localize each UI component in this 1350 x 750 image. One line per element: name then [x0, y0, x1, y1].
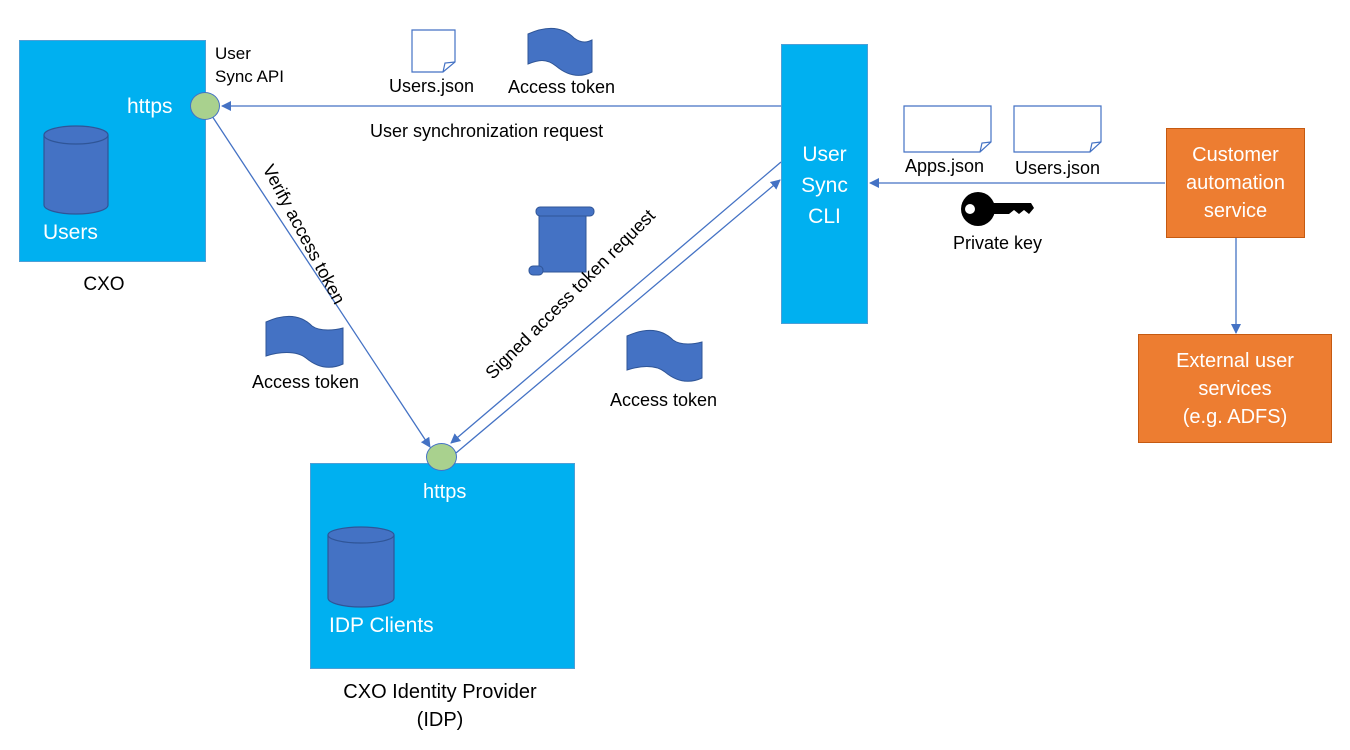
access-token-left-label: Access token	[252, 372, 360, 392]
external-user-services-box: External user services (e.g. ADFS)	[1138, 334, 1332, 443]
idp-server-box: https IDP Clients	[310, 463, 575, 669]
cxo-api-endpoint	[190, 92, 220, 120]
idp-endpoint	[426, 443, 457, 471]
document-icon	[411, 29, 456, 73]
signed-request-arrow	[455, 179, 781, 454]
cli-label-line2: Sync	[801, 174, 848, 197]
user-sync-cli-box: User Sync CLI	[781, 44, 868, 324]
external-service-line3: (e.g. ADFS)	[1182, 405, 1288, 428]
token-flag-icon	[527, 28, 593, 76]
users-json-top-label: Users.json	[389, 76, 475, 96]
sync-request-label: User synchronization request	[370, 121, 604, 141]
idp-title-line2: (IDP)	[416, 709, 464, 731]
idp-endpoint-label: https	[423, 481, 467, 503]
verify-token-arrow	[211, 115, 431, 448]
api-label-line1: User	[215, 44, 251, 63]
database-icon	[43, 125, 109, 215]
cxo-title: CXO	[83, 274, 125, 295]
idp-title-line1: CXO Identity Provider	[343, 681, 537, 703]
cli-label: User Sync CLI	[782, 45, 867, 323]
key-icon	[961, 192, 1034, 226]
customer-service-line2: automation	[1186, 172, 1285, 194]
token-flag-icon	[265, 316, 344, 368]
api-label-line2: Sync API	[215, 67, 284, 86]
token-response-arrow	[450, 161, 782, 444]
private-key-label: Private key	[953, 233, 1043, 253]
document-fold	[442, 61, 456, 73]
access-token-mid-label: Access token	[610, 390, 718, 410]
document-fold	[979, 141, 992, 153]
customer-service-line3: service	[1203, 200, 1268, 222]
external-service-label: External user services (e.g. ADFS)	[1139, 335, 1331, 442]
idp-clients-label: IDP Clients	[329, 614, 434, 637]
scroll-icon	[528, 206, 595, 276]
cxo-endpoint-label: https	[127, 95, 173, 118]
external-service-line2: services	[1198, 377, 1272, 400]
customer-automation-service-box: Customer automation service	[1166, 128, 1305, 238]
token-flag-icon	[626, 330, 703, 382]
access-token-top-label: Access token	[508, 77, 616, 97]
cxo-server-box: https Users	[19, 40, 206, 262]
apps-json-label: Apps.json	[905, 156, 985, 176]
users-db-label: Users	[43, 221, 98, 244]
document-icon	[903, 105, 992, 153]
cli-label-line3: CLI	[808, 205, 841, 228]
database-icon	[327, 526, 395, 608]
customer-service-line1: Customer	[1192, 144, 1279, 166]
external-service-line1: External user	[1176, 349, 1294, 372]
cli-label-line1: User	[802, 143, 847, 166]
document-icon	[1013, 105, 1102, 153]
customer-service-label: Customer automation service	[1167, 129, 1304, 237]
document-fold	[1089, 141, 1102, 153]
users-json-right-label: Users.json	[1015, 158, 1101, 178]
